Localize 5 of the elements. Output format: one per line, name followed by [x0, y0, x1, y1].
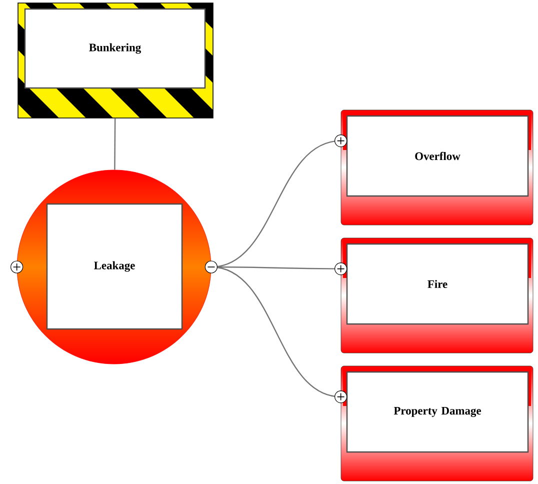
connector-line: [114, 118, 116, 170]
consequence-box: Overflow: [340, 110, 534, 226]
hazard-box: Bunkering: [18, 2, 214, 118]
consequence-box: Property Damage: [340, 366, 534, 482]
consequence-box: Fire: [340, 238, 534, 354]
